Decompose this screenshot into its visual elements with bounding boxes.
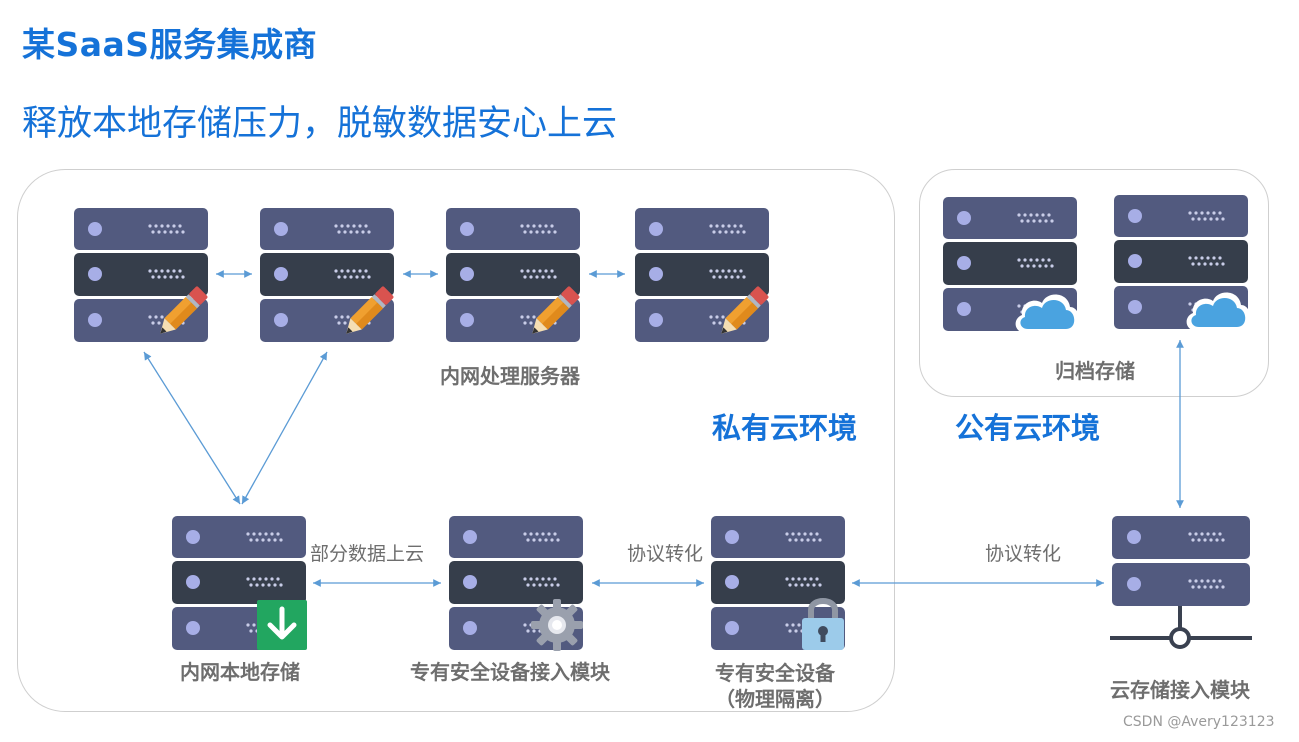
local-storage-label: 内网本地存储 <box>180 660 300 684</box>
protocol-conversion-label-1: 协议转化 <box>627 543 704 565</box>
archive-storage-label: 归档存储 <box>1055 359 1135 383</box>
cloud-icon <box>1183 285 1253 333</box>
cloud-access-server <box>1112 516 1250 606</box>
watermark: CSDN @Avery123123 <box>1123 714 1275 730</box>
private-cloud-label: 私有云环境 <box>712 411 858 445</box>
pencil-icon <box>336 284 396 344</box>
server-icon <box>1112 516 1250 606</box>
link-srv1-local <box>143 351 241 505</box>
security-device-label-line2: （物理隔离） <box>715 687 835 711</box>
security-device-label-line1: 专有安全设备 <box>715 661 835 685</box>
cloud-icon <box>1012 287 1082 335</box>
page-subtitle: 释放本地存储压力，脱敏数据安心上云 <box>22 104 618 144</box>
pencil-icon <box>150 284 210 344</box>
intranet-servers-label: 内网处理服务器 <box>440 364 580 388</box>
lock-icon <box>802 598 844 650</box>
pencil-icon <box>711 284 771 344</box>
partial-upload-label: 部分数据上云 <box>310 543 425 565</box>
download-icon <box>257 600 307 650</box>
public-cloud-label: 公有云环境 <box>955 411 1101 445</box>
gear-icon <box>531 599 583 651</box>
access-module-label: 专有安全设备接入模块 <box>410 660 610 684</box>
link-srv2-local <box>241 351 328 505</box>
security-device-label: 专有安全设备 （物理隔离） <box>690 660 860 712</box>
pencil-icon <box>522 284 582 344</box>
protocol-conversion-label-2: 协议转化 <box>985 543 1062 565</box>
network-icon <box>1110 606 1252 649</box>
page-title: 某SaaS服务集成商 <box>22 25 318 64</box>
cloud-access-label: 云存储接入模块 <box>1110 678 1250 702</box>
